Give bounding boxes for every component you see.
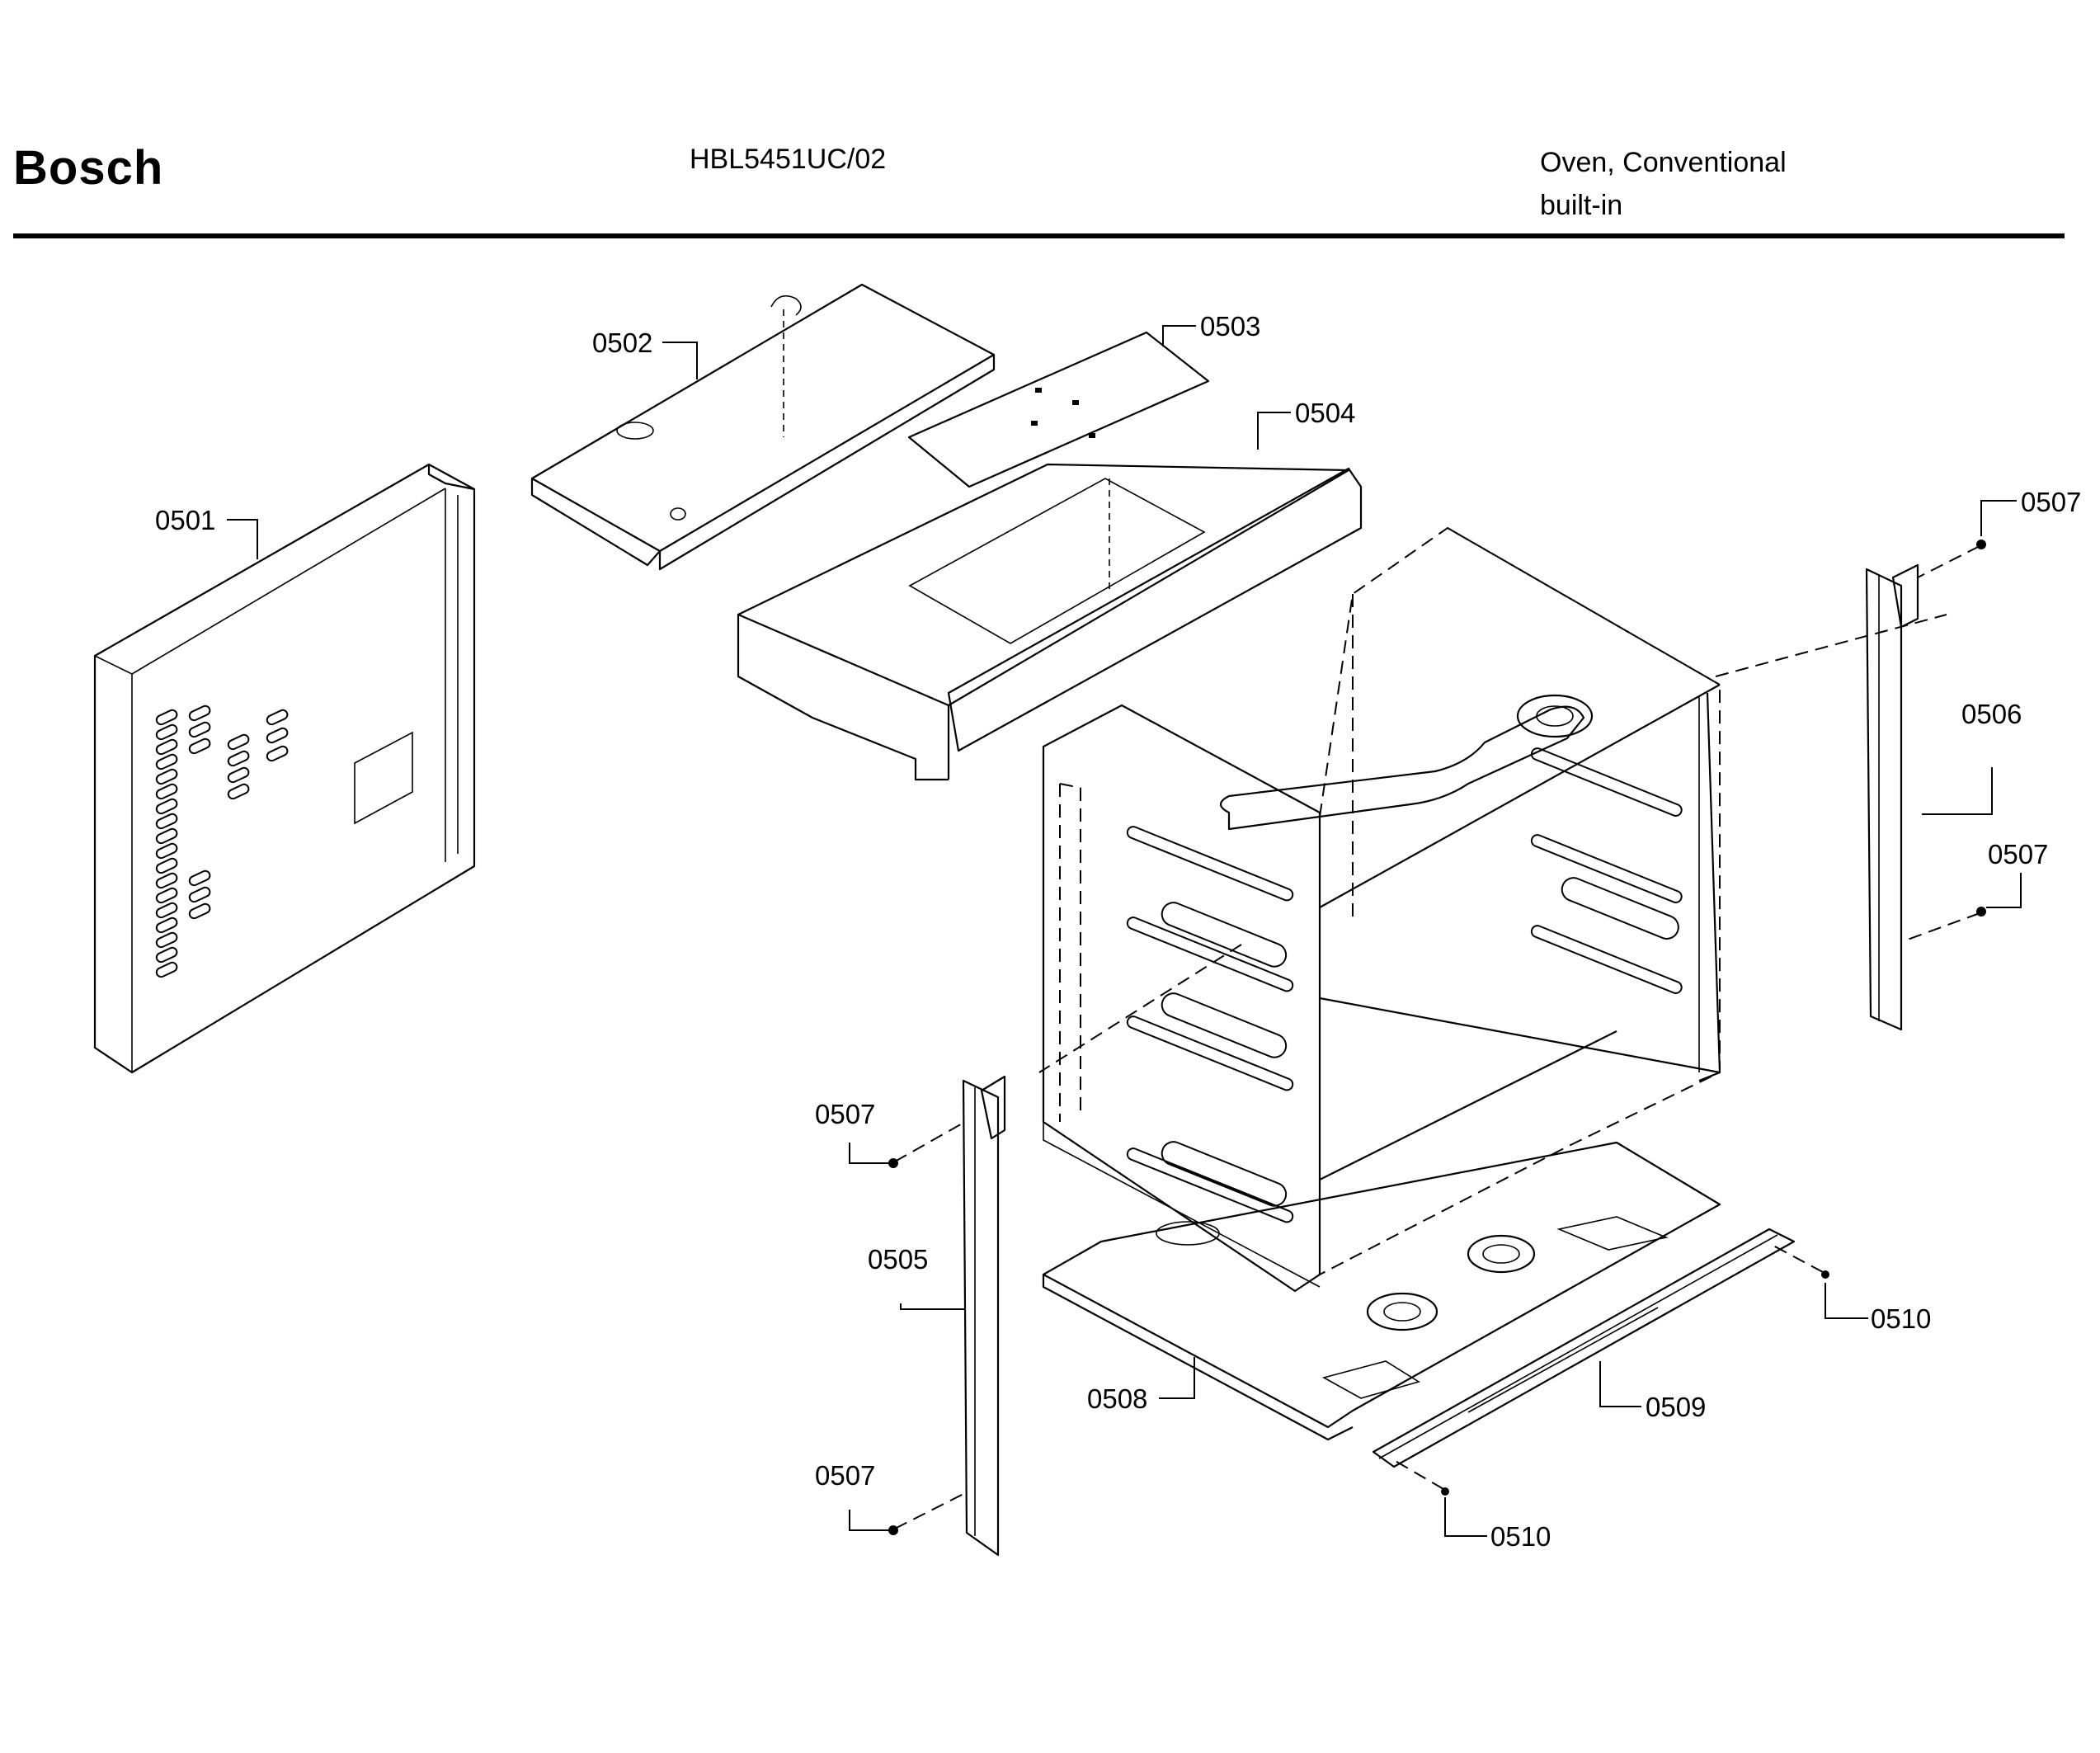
part-label-0507: 0507 xyxy=(815,1099,875,1129)
part-label-0506: 0506 xyxy=(1961,699,2022,729)
slot xyxy=(155,783,178,800)
hinge-rail-0505 xyxy=(962,1075,1006,1557)
part-label-0509: 0509 xyxy=(1646,1392,1706,1422)
slot xyxy=(155,902,178,919)
slot xyxy=(155,887,178,904)
slot xyxy=(155,946,178,964)
slot xyxy=(188,902,211,920)
leader-lines xyxy=(227,325,2022,1537)
part-label-0505: 0505 xyxy=(868,1244,928,1275)
part-label-0502: 0502 xyxy=(592,328,652,358)
slot xyxy=(188,869,211,887)
part-label-0510: 0510 xyxy=(1871,1303,1931,1334)
screws xyxy=(888,540,1986,1535)
slot xyxy=(155,827,178,845)
slot xyxy=(188,737,211,755)
slot xyxy=(155,961,178,978)
slot xyxy=(155,813,178,830)
slot xyxy=(266,727,289,744)
slot xyxy=(155,857,178,874)
model-number: HBL5451UC/02 xyxy=(690,144,887,175)
slot xyxy=(155,709,178,726)
slot xyxy=(266,709,289,726)
slot xyxy=(155,931,178,949)
slot xyxy=(155,738,178,756)
slot xyxy=(188,886,211,903)
cooling-duct-0504 xyxy=(737,463,1363,781)
slot xyxy=(1161,902,1288,968)
slot xyxy=(1161,992,1288,1058)
slot xyxy=(155,768,178,785)
part-label-0508: 0508 xyxy=(1087,1383,1147,1414)
part-label-0501: 0501 xyxy=(155,505,215,535)
part-label-0507: 0507 xyxy=(1988,839,2048,869)
slot xyxy=(155,842,178,860)
slot xyxy=(1126,1016,1294,1091)
slot xyxy=(188,721,211,738)
oven-cavity xyxy=(1038,526,1947,1293)
part-label-0503: 0503 xyxy=(1200,311,1260,342)
part-label-0510: 0510 xyxy=(1490,1521,1551,1552)
product-type-line1: Oven, Conventional xyxy=(1540,147,1787,178)
slot xyxy=(227,783,250,800)
part-label-0507: 0507 xyxy=(815,1460,875,1491)
header-divider xyxy=(13,233,2065,238)
side-panel-0501 xyxy=(93,463,476,1074)
slot xyxy=(266,745,289,762)
slot xyxy=(1126,826,1294,902)
product-type-line2: built-in xyxy=(1540,190,1623,221)
slot xyxy=(155,872,178,889)
slot xyxy=(227,733,250,751)
top-cover-0502 xyxy=(530,283,996,571)
slot xyxy=(155,798,178,815)
insulation-mat-0503 xyxy=(907,331,1210,488)
hinge-rail-0506 xyxy=(1865,563,1919,1031)
slot xyxy=(227,766,250,784)
slot xyxy=(1530,747,1683,817)
slot xyxy=(1161,1141,1288,1207)
slot xyxy=(155,917,178,934)
front-trim-0509 xyxy=(1372,1228,1796,1468)
slot xyxy=(1561,877,1679,940)
brand-name: Bosch xyxy=(13,141,164,195)
slot xyxy=(1530,834,1683,903)
part-label-0507: 0507 xyxy=(2021,487,2081,517)
slot xyxy=(1530,925,1683,994)
slot xyxy=(155,723,178,741)
slot xyxy=(227,750,250,767)
slot xyxy=(1126,917,1294,992)
slot xyxy=(155,753,178,770)
part-label-0504: 0504 xyxy=(1295,398,1355,428)
part-labels: 0501 0502 0503 0504 0505 0506 0507 0507 … xyxy=(155,311,2081,1552)
bottom-plate-0508 xyxy=(1042,1141,1721,1441)
slot xyxy=(1126,1147,1294,1223)
slot xyxy=(188,704,211,722)
